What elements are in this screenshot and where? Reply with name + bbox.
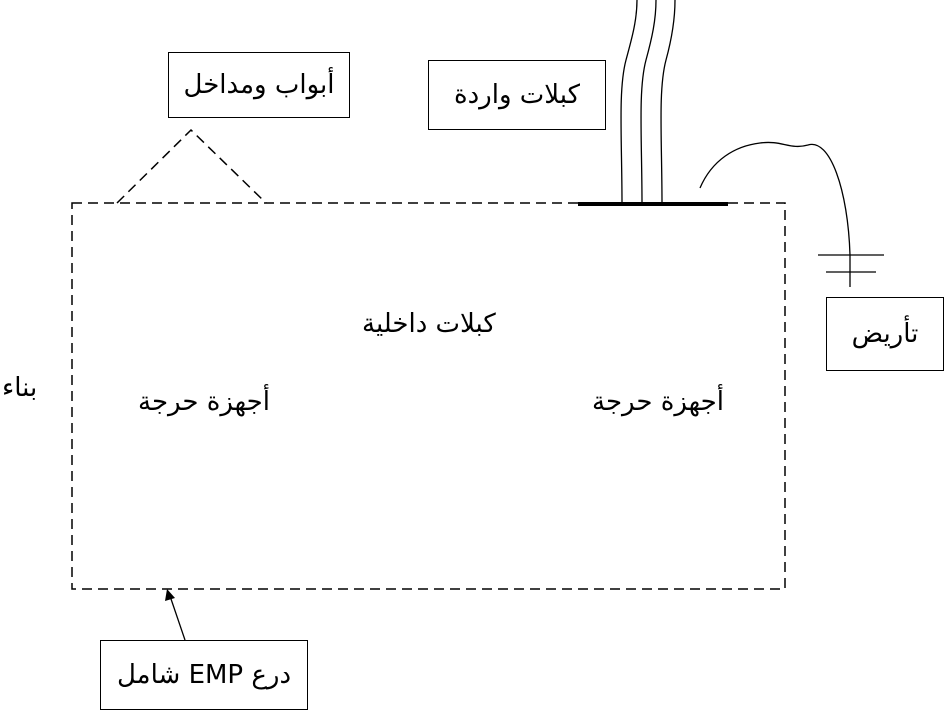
incoming-cable-2	[640, 0, 657, 205]
incoming-cable-1	[620, 0, 638, 205]
emp-shield-label-box: درع EMP شامل	[100, 640, 308, 710]
internal-cables-label: كبلات داخلية	[362, 309, 496, 339]
doors-label-box: أبواب ومداخل	[168, 52, 350, 118]
emp-pointer-line	[169, 595, 186, 641]
incoming-cable-3	[660, 0, 676, 205]
shield-boundary	[71, 202, 786, 590]
critical-equipment-left-label: أجهزة حرجة	[138, 387, 270, 417]
doors-label: أبواب ومداخل	[183, 70, 335, 100]
critical-equipment-right-label: أجهزة حرجة	[592, 387, 724, 417]
grounding-label-box: تأريض	[826, 297, 944, 371]
emp-pointer-arrowhead	[165, 589, 175, 601]
incoming-cables-label-box: كبلات واردة	[428, 60, 606, 130]
ground-wire	[699, 141, 851, 256]
emp-shield-label: درع EMP شامل	[116, 660, 292, 690]
grounding-label: تأريض	[851, 319, 919, 349]
incoming-cables-label: كبلات واردة	[453, 80, 580, 110]
door-opening	[116, 128, 267, 204]
building-label: بناء	[2, 373, 38, 403]
